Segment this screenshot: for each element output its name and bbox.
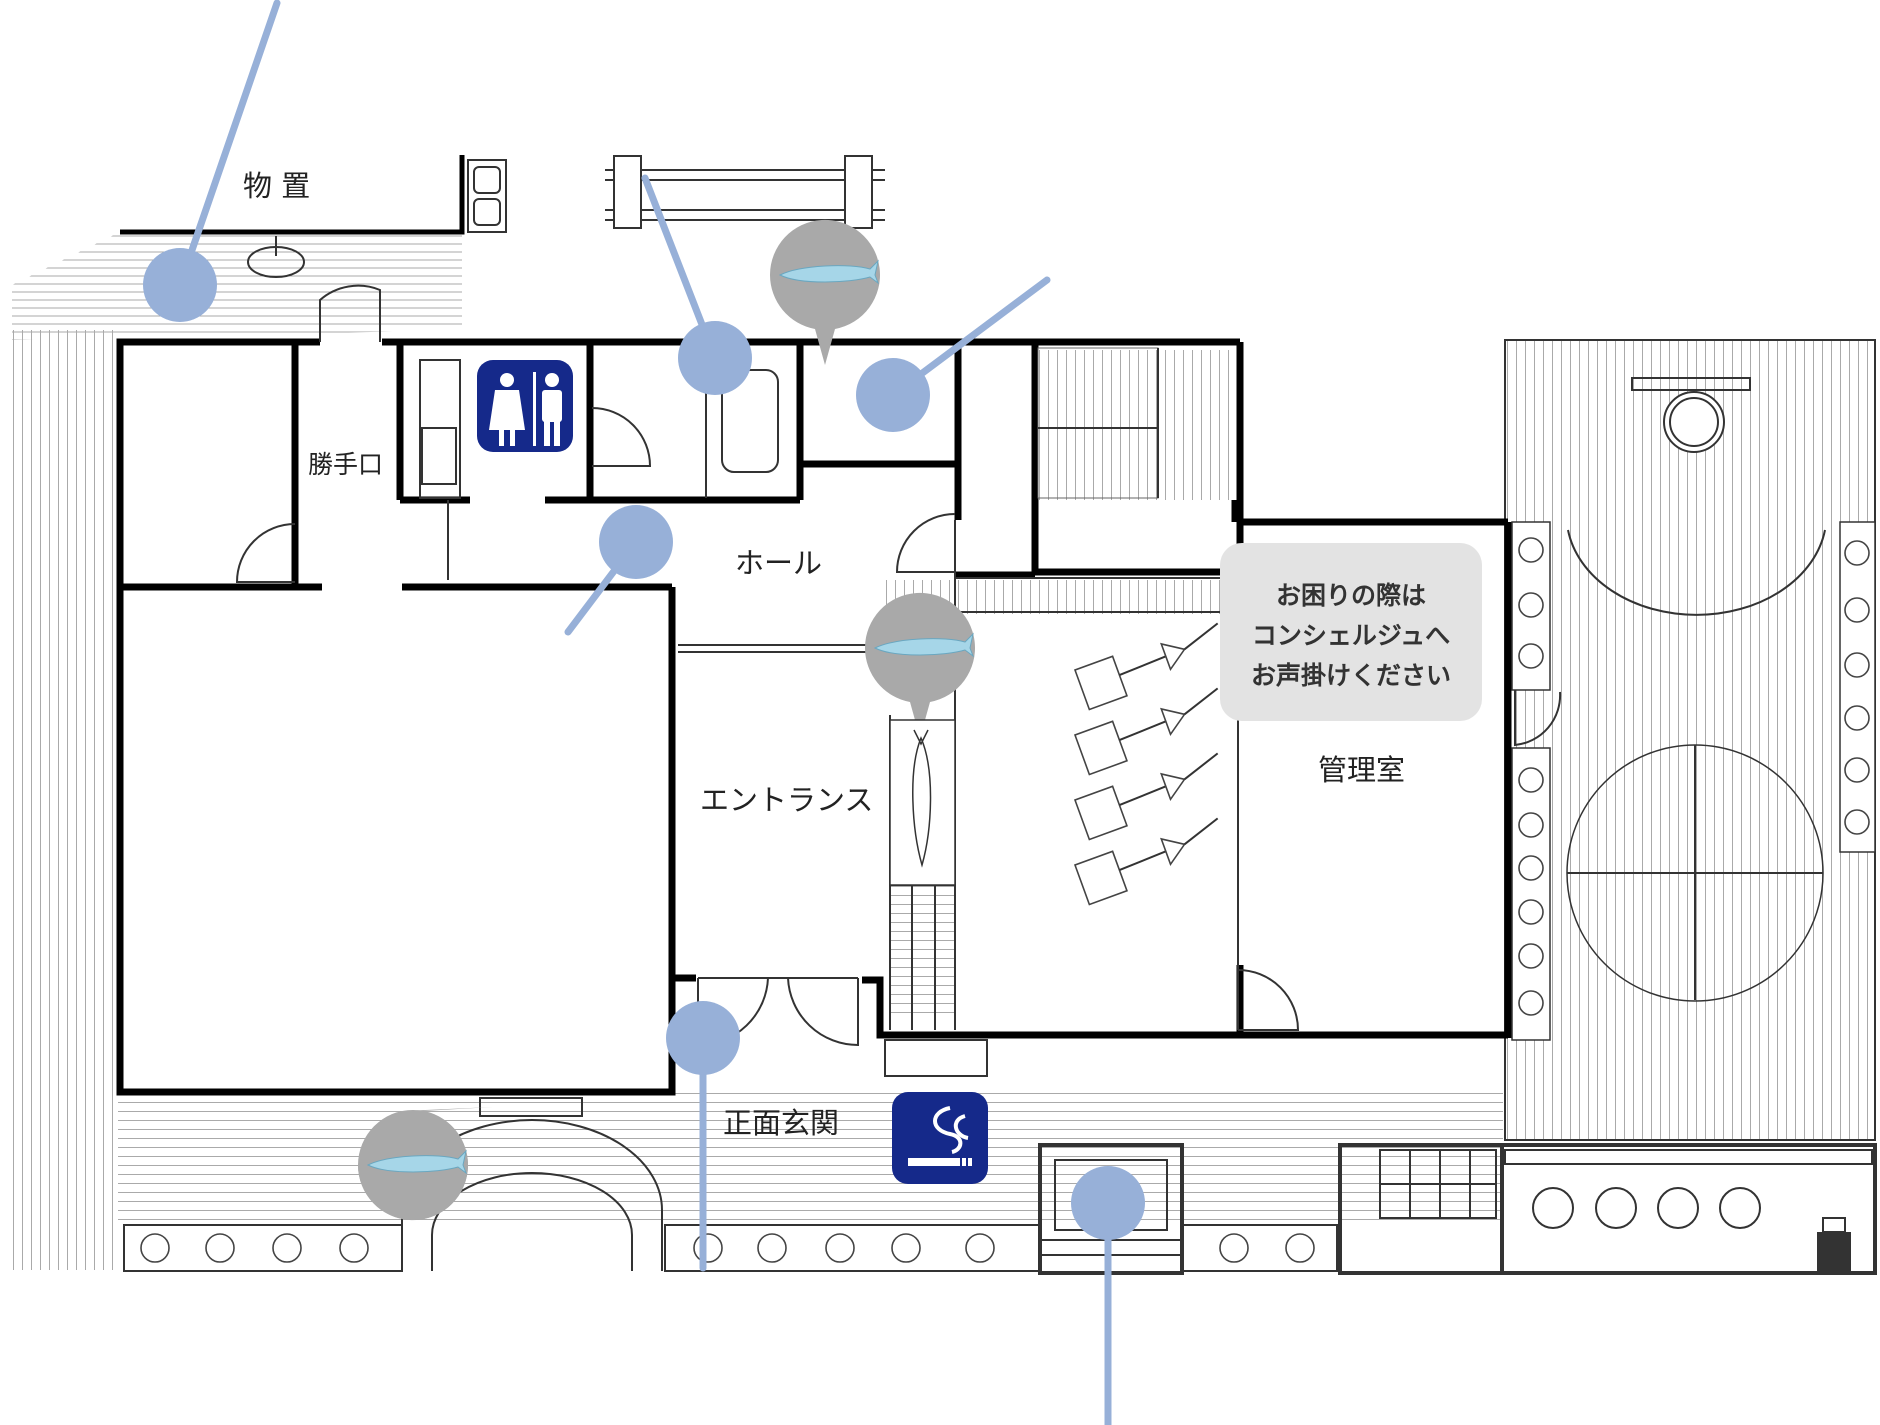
blue-markers [143,0,1145,1425]
concierge-line-3: お声掛けください [1251,661,1451,690]
marker-dot[interactable] [856,358,930,432]
fish-location-pin-icon[interactable] [769,219,880,365]
chair [1073,817,1219,906]
back-door-label: 勝手口 [308,450,383,479]
planters-right [1518,537,1870,1016]
marker-dot[interactable] [599,505,673,579]
marker-dot[interactable] [666,1001,740,1075]
management-office-label: 管理室 [1318,753,1405,787]
smoking-area-icon[interactable] [892,1092,988,1184]
concierge-line-2: コンシェルジュへ [1252,621,1450,650]
lounge-chairs [1073,622,1219,906]
concierge-speech-bubble: お困りの際は コンシェルジュへ お声掛けください [1220,543,1482,721]
concierge-line-1: お困りの際は [1276,581,1426,610]
front-entrance-label: 正面玄関 [723,1106,839,1140]
bottom-planters [123,1119,1338,1272]
fish-decoration [889,719,956,886]
marker-dot[interactable] [678,321,752,395]
chair [1073,622,1219,711]
fish-location-pin-icon[interactable] [864,592,975,738]
exterior-decks [12,232,1876,1270]
courtyard [1511,377,1876,1041]
chair [1073,687,1219,776]
restroom-icon[interactable] [477,360,573,452]
entrance-label: エントランス [700,783,873,817]
building-walls [116,338,1512,1096]
marker-dot[interactable] [143,248,217,322]
hall-label: ホール [735,546,822,580]
storage-label: 物 置 [243,169,310,203]
fish-location-pin-icon[interactable] [357,1107,493,1221]
marker-dot[interactable] [1071,1166,1145,1240]
storage-shed: 物 置 [120,155,507,278]
chair [1073,752,1219,841]
fence [605,155,885,229]
